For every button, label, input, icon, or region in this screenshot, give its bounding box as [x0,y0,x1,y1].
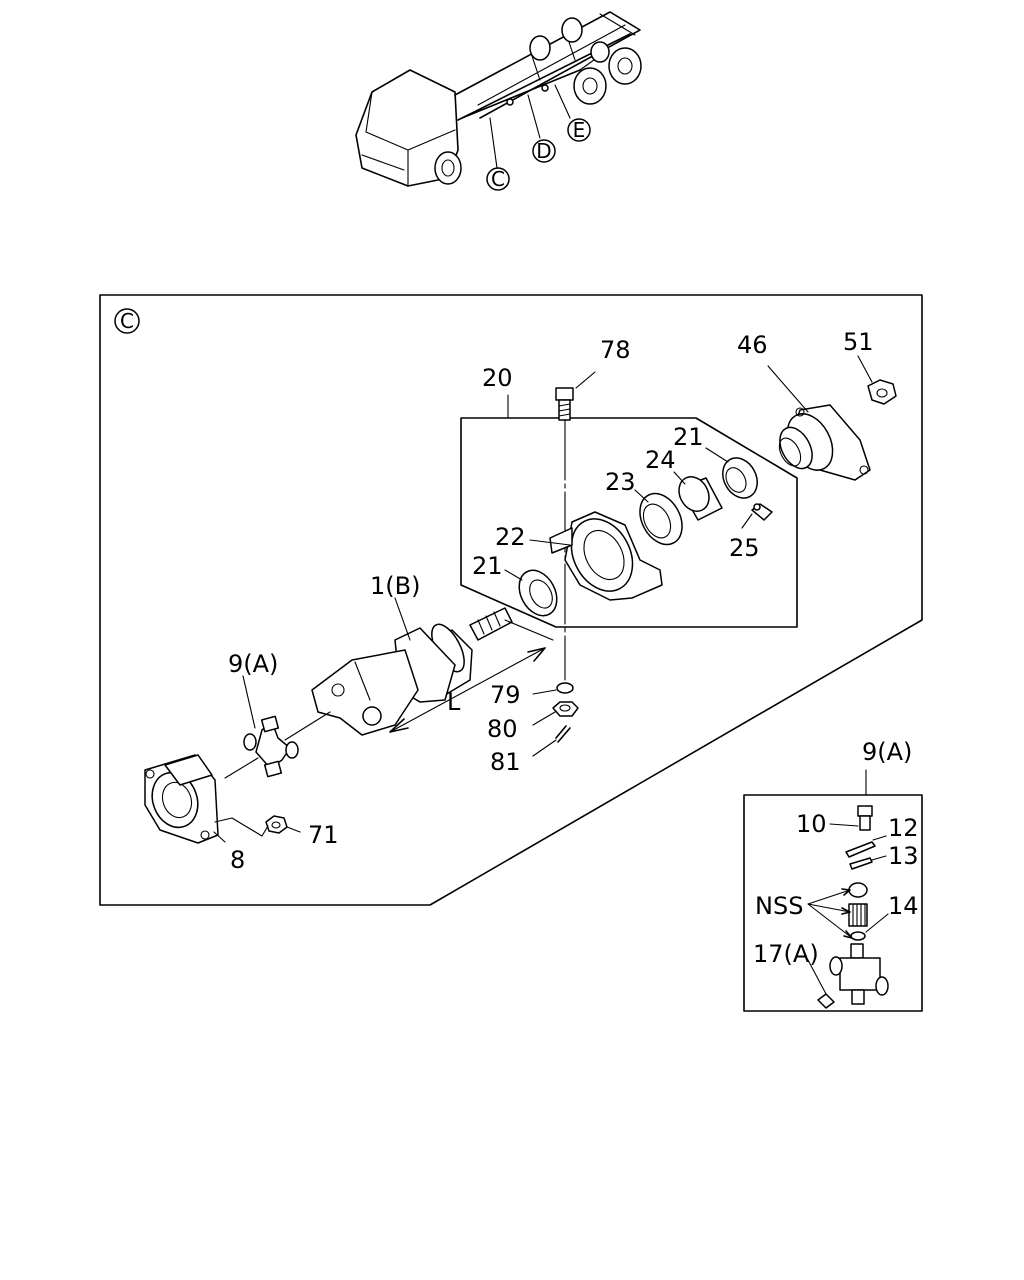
detail-label-nss: NSS [755,892,803,920]
flange-46 [778,404,871,481]
truck-overview-illustration [355,11,642,191]
nut-80 [552,701,579,717]
detail-title-9a: 9(A) [862,738,912,766]
nut-71 [265,815,288,834]
label-81: 81 [490,748,521,776]
center-bearing-group-box [460,417,798,628]
label-25: 25 [729,534,760,562]
detail-label-10: 10 [796,810,827,838]
detail-parts [807,805,889,1009]
label-9a: 9(A) [228,650,278,678]
seal-21-top [722,457,758,499]
grease-nipple-25 [751,503,773,521]
label-l: L [447,688,461,716]
flange-yoke-8 [144,754,259,844]
retainer-24 [678,476,723,521]
detail-label-14: 14 [888,892,919,920]
label-21-left: 21 [472,552,503,580]
leader-lines [213,355,873,843]
label-79: 79 [490,681,521,709]
label-21-top: 21 [673,423,704,451]
detail-label-13: 13 [888,842,919,870]
seal-21-left [518,569,558,617]
detail-label-17a: 17(A) [753,940,819,968]
universal-joint-9a [243,711,331,778]
bearing-23 [639,492,683,546]
bolt-78 [555,387,574,681]
nut-51 [867,379,897,405]
callout-e: E [573,118,586,142]
detail-label-12: 12 [888,814,919,842]
dimension-line-l [389,647,546,733]
main-panel-border [99,294,923,906]
label-24: 24 [645,446,676,474]
cotter-pin-81 [555,725,571,743]
label-1b: 1(B) [370,572,420,600]
label-71: 71 [308,821,339,849]
callout-c: C [491,167,505,191]
label-22: 22 [495,523,526,551]
label-80: 80 [487,715,518,743]
label-51: 51 [843,328,874,356]
label-8: 8 [230,846,245,874]
detail-panel-border [743,794,923,1012]
washer-79 [556,682,574,694]
label-78: 78 [600,336,631,364]
label-20: 20 [482,364,513,392]
label-23: 23 [605,468,636,496]
callout-d: D [536,139,551,163]
view-letter-c: C [120,309,134,333]
bearing-bracket-22 [549,511,663,601]
slip-yoke [311,649,419,736]
label-46: 46 [737,331,768,359]
